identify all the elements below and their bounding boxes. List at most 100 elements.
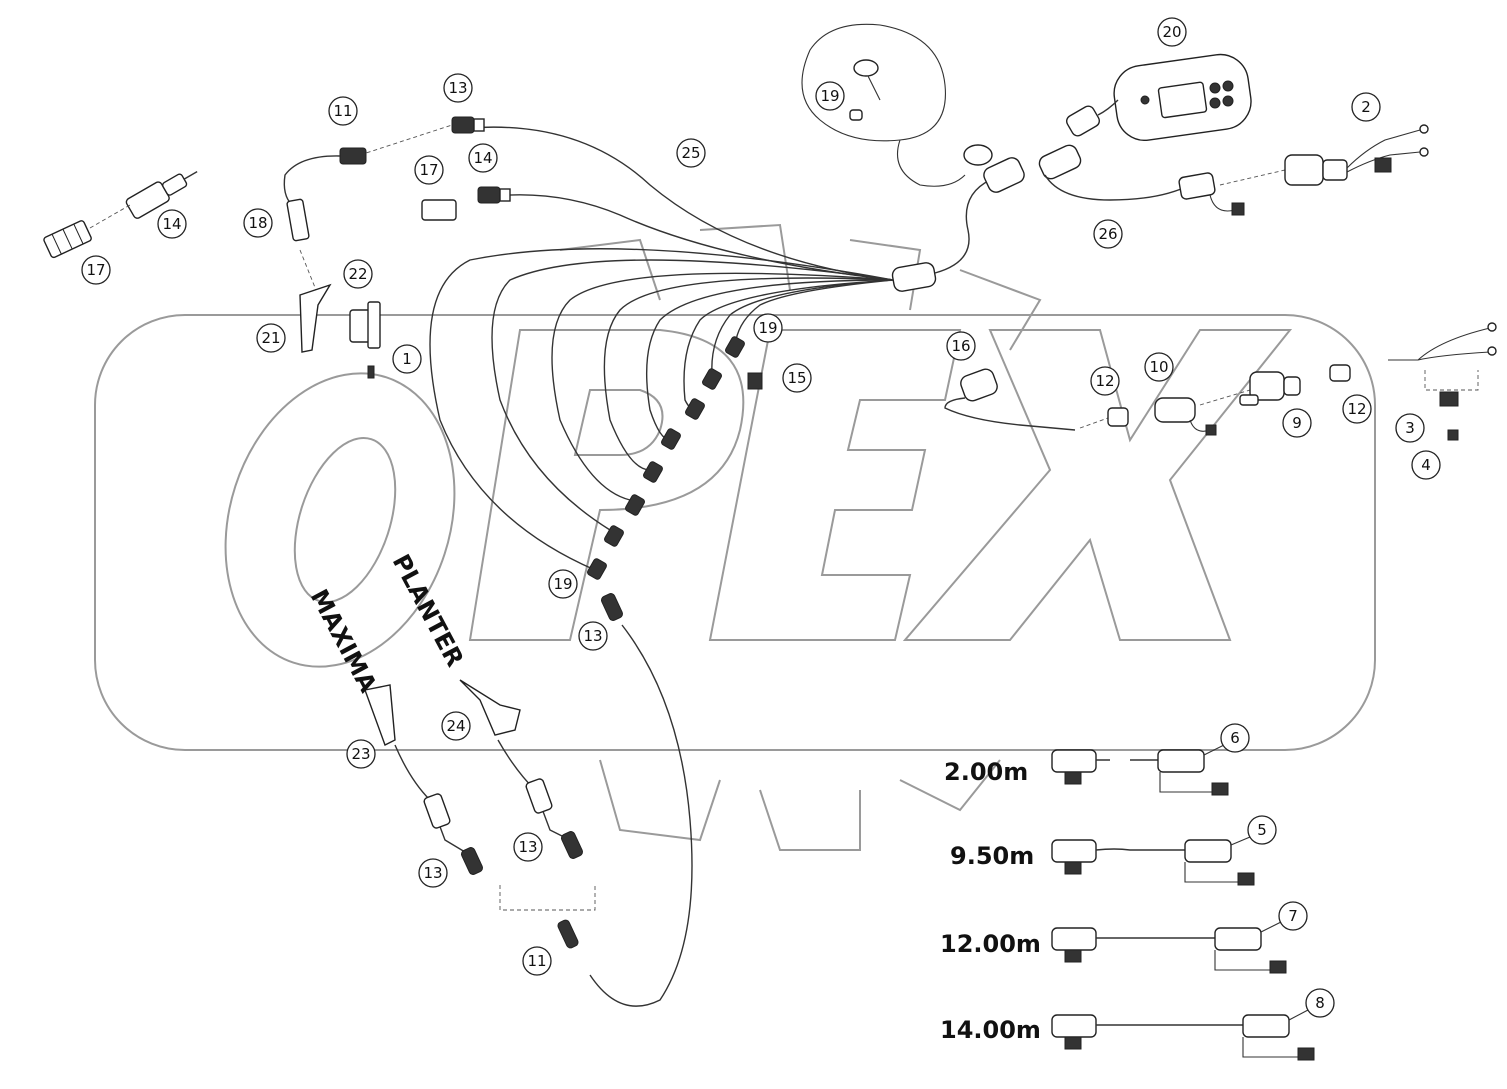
callout-9: 9 (1282, 408, 1312, 438)
callout-number: 22 (348, 265, 367, 283)
callout-2: 2 (1351, 92, 1381, 122)
harness-trunk-cable (934, 179, 991, 274)
callout-19: 19 (815, 81, 845, 111)
watermark-letter-p-hole (573, 389, 664, 456)
callout-circle (522, 946, 552, 976)
callout-16: 16 (946, 331, 976, 361)
callout-circle (676, 138, 706, 168)
callout-circle (256, 323, 286, 353)
cable-18 (283, 155, 341, 206)
callout-circle (418, 858, 448, 888)
callout-number: 8 (1315, 994, 1325, 1012)
callout-circle (346, 739, 376, 769)
callout-10: 10 (1144, 352, 1174, 382)
callout-number: 13 (448, 79, 467, 97)
watermark-letter-o-outer (224, 372, 456, 668)
display-unit-group (1038, 53, 1429, 216)
callout-number: 2 (1361, 98, 1371, 116)
callout-circle (1144, 352, 1174, 382)
bracket-21 (299, 283, 332, 353)
branch-6 (683, 279, 894, 411)
callout-13: 13 (443, 73, 473, 103)
callout-number: 18 (248, 214, 267, 232)
callout-number: 11 (527, 952, 546, 970)
callout-circle (468, 143, 498, 173)
length-label: 2.00m (944, 758, 1028, 786)
callout-13: 13 (578, 621, 608, 651)
callout-circle (946, 331, 976, 361)
callout-circle (1157, 17, 1187, 47)
callout-circle (782, 363, 812, 393)
cap-19-detail (853, 59, 879, 77)
plug-10 (1154, 397, 1196, 423)
callout-6: 6 (1220, 723, 1250, 753)
callout-circle (414, 155, 444, 185)
callout-number: 20 (1162, 23, 1181, 41)
extension-cables (1051, 749, 1315, 1061)
callout-19: 19 (753, 313, 783, 343)
callout-number: 9 (1292, 414, 1302, 432)
callout-circle (753, 313, 783, 343)
bracket-23 (364, 684, 396, 746)
extension-cable-6 (1051, 749, 1229, 796)
callout-circle (81, 255, 111, 285)
callout-number: 24 (446, 717, 465, 735)
branch-4 (603, 277, 894, 471)
watermark-letter-o-inner (293, 436, 397, 604)
label-planter: PLANTER (387, 550, 469, 672)
watermark-gear-teeth (559, 223, 1042, 351)
long-cable-13-to-11 (589, 624, 693, 1007)
connector-17-left (43, 220, 92, 259)
connector-14-mid (477, 186, 501, 204)
watermark-frame (94, 314, 1376, 751)
callout-21: 21 (256, 323, 286, 353)
callout-20: 20 (1157, 17, 1187, 47)
callout-22: 22 (343, 259, 373, 289)
branch-to-14 (494, 194, 894, 281)
callout-number: 17 (86, 261, 105, 279)
detail-bubble-outline (801, 23, 946, 142)
callout-circle (392, 344, 422, 374)
callout-13: 13 (513, 832, 543, 862)
length-label: 14.00m (940, 1016, 1041, 1044)
callout-number: 19 (820, 87, 839, 105)
sensor-18 (286, 198, 310, 242)
callout-circle (548, 569, 578, 599)
cap-19-socket (963, 144, 993, 166)
callout-15: 15 (782, 363, 812, 393)
branch-8 (735, 279, 894, 341)
callout-number: 19 (758, 319, 777, 337)
callout-number: 25 (681, 144, 700, 162)
callout-1: 1 (392, 344, 422, 374)
branch-5 (646, 279, 894, 441)
callout-circle (1305, 988, 1335, 1018)
callout-14: 14 (468, 143, 498, 173)
callout-number: 21 (261, 329, 280, 347)
extension-cable-8 (1051, 1014, 1315, 1061)
callout-number: 26 (1098, 225, 1117, 243)
connector-15 (747, 372, 763, 390)
callout-number: 1 (402, 350, 412, 368)
main-harness-25 (429, 126, 991, 580)
connector-11-lower (557, 919, 579, 949)
callout-17: 17 (414, 155, 444, 185)
callout-24: 24 (441, 711, 471, 741)
callout-circle (1282, 408, 1312, 438)
callout-circle (578, 621, 608, 651)
connector-13-maxima (460, 847, 484, 875)
callout-number: 12 (1095, 372, 1114, 390)
fuse-4 (1447, 429, 1459, 441)
callout-number: 12 (1347, 400, 1366, 418)
length-label: 9.50m (950, 842, 1034, 870)
callout-8: 8 (1305, 988, 1335, 1018)
callout-circle (1090, 366, 1120, 396)
callout-number: 13 (423, 864, 442, 882)
callout-4: 4 (1411, 450, 1441, 480)
callout-number: 10 (1149, 358, 1168, 376)
callout-number: 14 (473, 149, 492, 167)
plug-16 (960, 368, 998, 402)
detail-bubble (801, 23, 1025, 193)
branch-to-19-lower (429, 248, 894, 571)
callout-number: 16 (951, 337, 970, 355)
callout-number: 11 (333, 102, 352, 120)
